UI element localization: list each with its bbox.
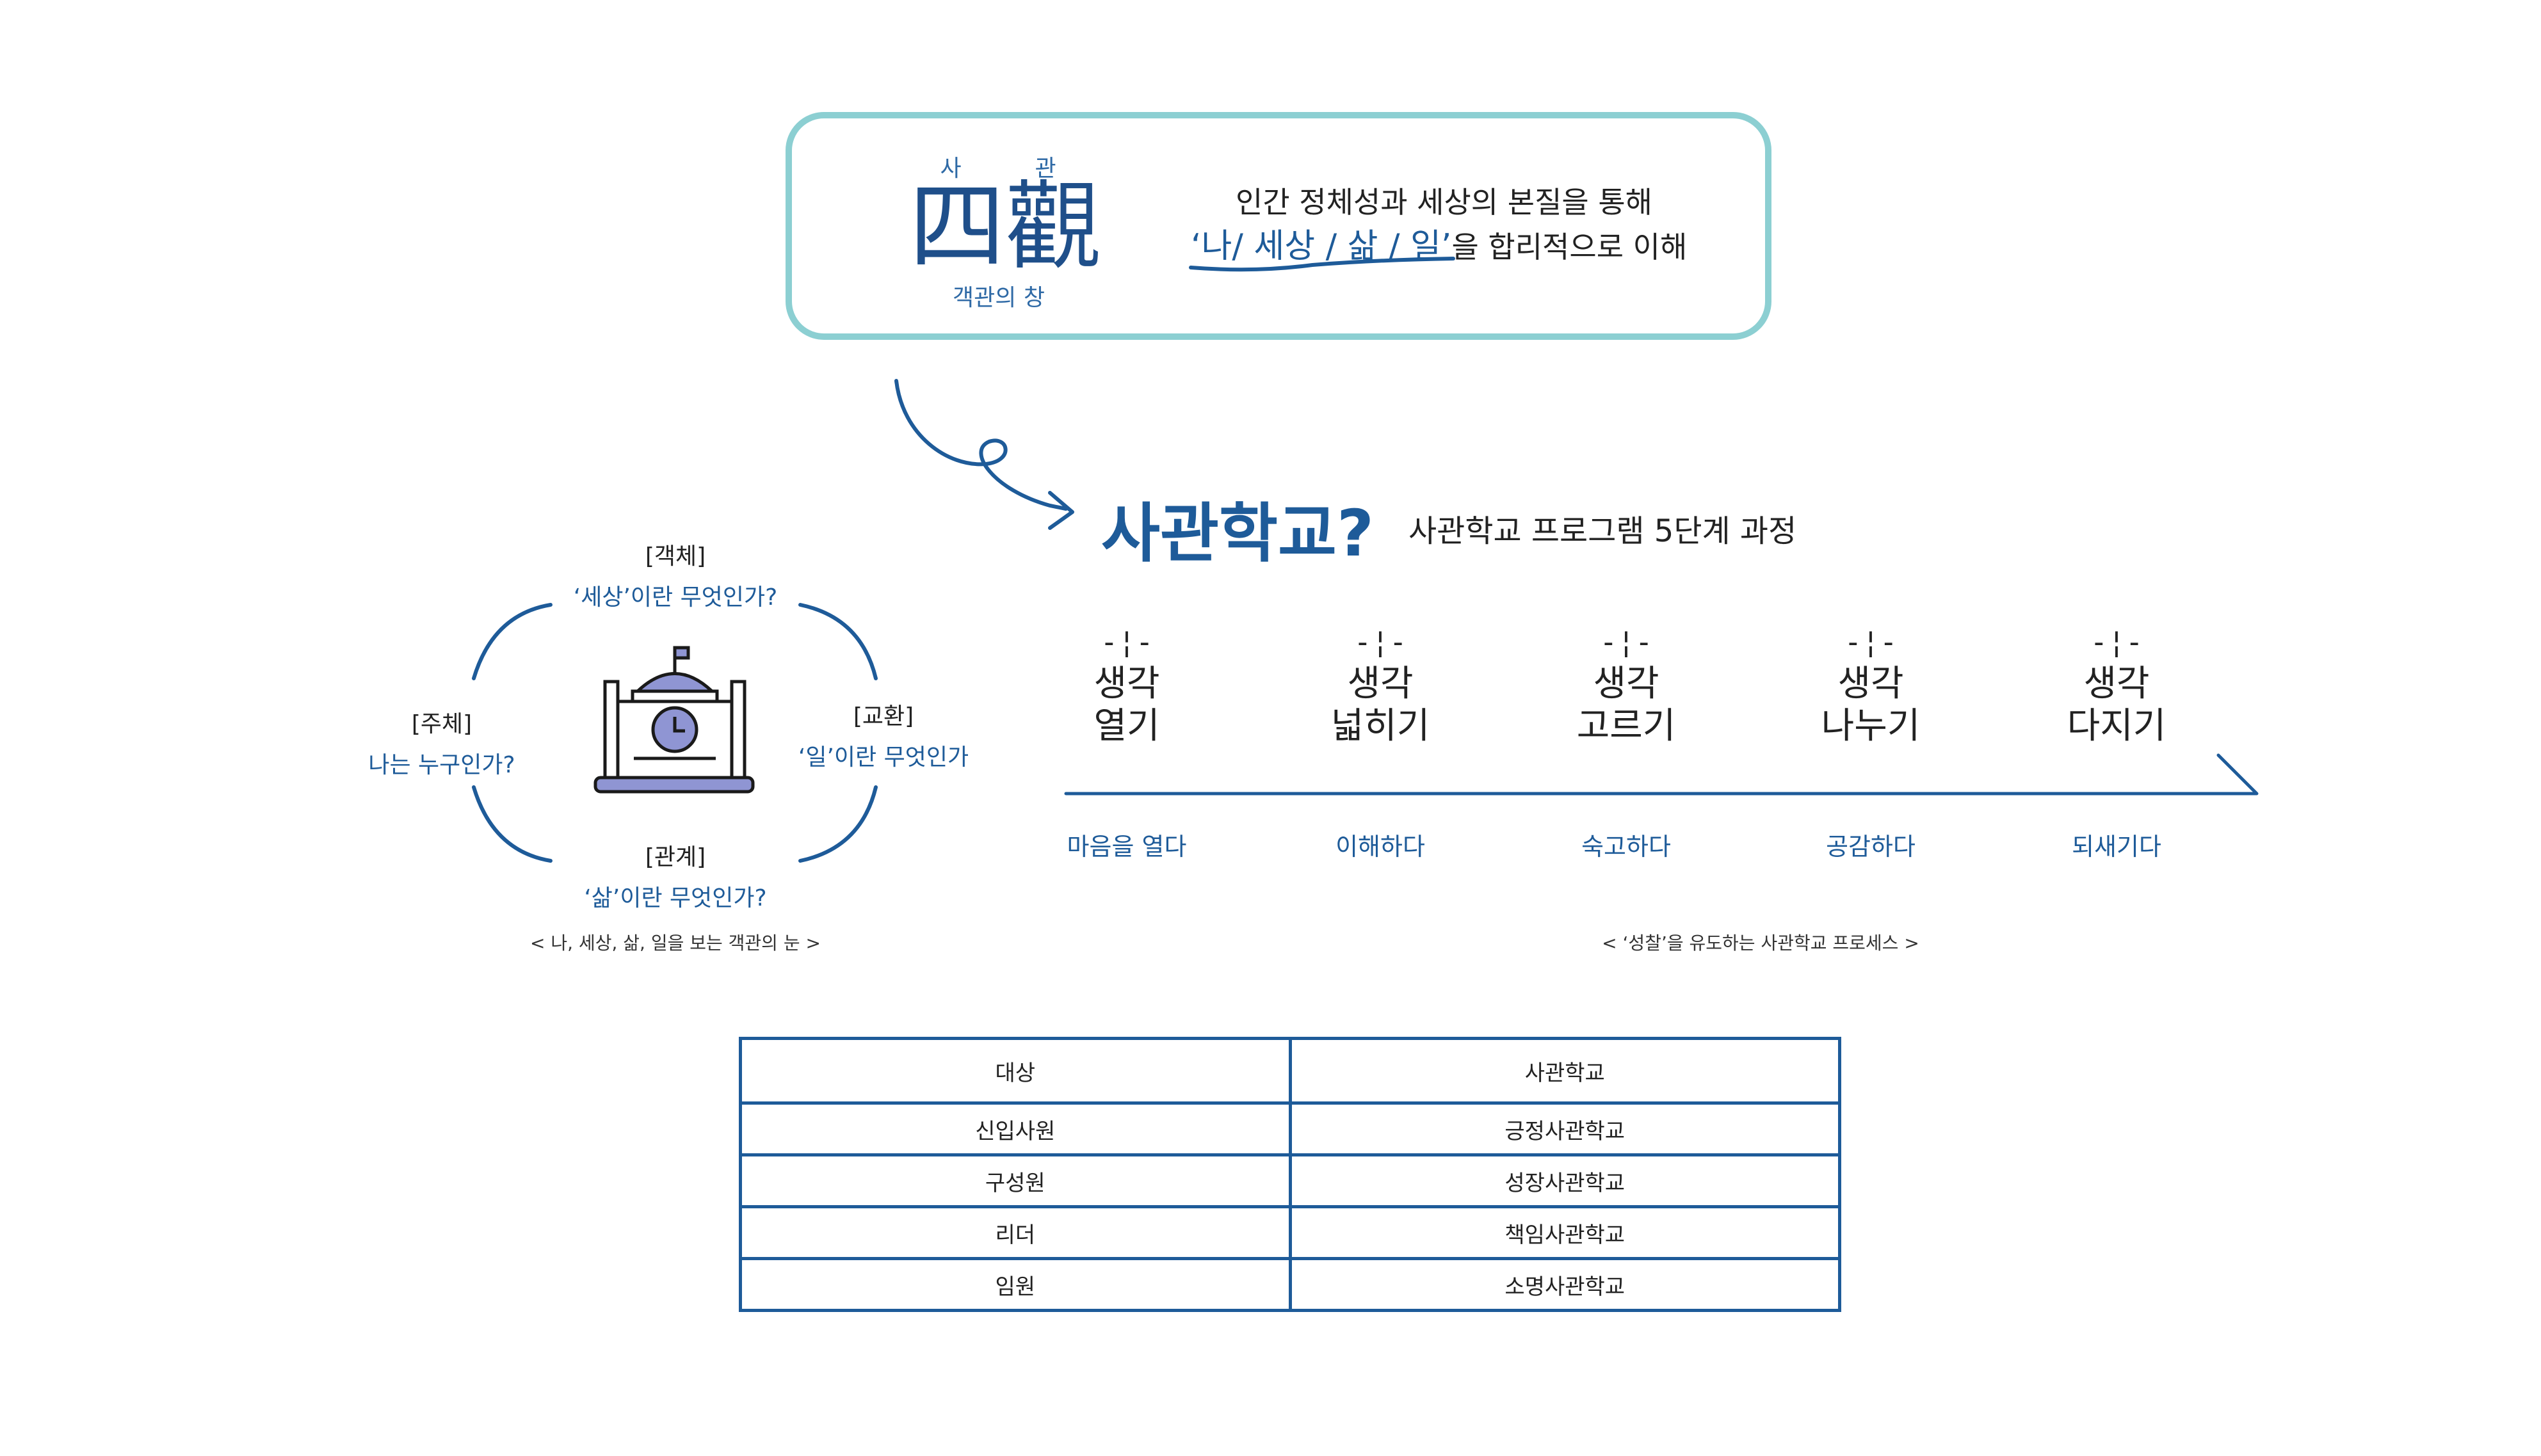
step-title-line1: 생각: [1093, 663, 1160, 705]
program-title: 사관학교?: [1101, 496, 1375, 571]
cycle-bottom-question: ‘삶’이란 무엇인가?: [584, 885, 767, 911]
cycle-top-question: ‘세상’이란 무엇인가?: [573, 584, 778, 611]
cycle-right: [교환] ‘일’이란 무엇인가: [787, 698, 980, 772]
step-3-sub: 숙고하다: [1581, 833, 1671, 861]
step-title-line1: 생각: [1347, 663, 1414, 705]
cycle-top-label: [객체]: [645, 543, 706, 570]
arrow-head-icon: [1048, 491, 1074, 530]
table-header-program: 사관학교: [1288, 1037, 1841, 1105]
step-1: -¦- 생각 열기: [1031, 627, 1223, 748]
table-cell: 소명사관학교: [1288, 1257, 1841, 1312]
table-header-target: 대상: [739, 1037, 1292, 1105]
cycle-bottom-label: [관계]: [645, 844, 706, 870]
step-2-sub: 이해하다: [1335, 833, 1425, 861]
step-title-line2: 열기: [1093, 705, 1160, 747]
step-title-line2: 나누기: [1821, 705, 1921, 747]
table-cell: 긍정사관학교: [1288, 1101, 1841, 1156]
step-marker-icon: -¦-: [1599, 625, 1653, 659]
step-4-sub: 공감하다: [1826, 833, 1916, 861]
step-title-line2: 고르기: [1576, 705, 1676, 747]
process-arrow-line: [1064, 753, 2259, 796]
step-5-sub: 되새기다: [2072, 833, 2161, 861]
concept-description-line1: 인간 정체성과 세상의 본질을 통해: [1236, 185, 1652, 220]
cycle-arcs: [472, 603, 878, 863]
highlight-underline: [1189, 257, 1455, 272]
program-subtitle: 사관학교 프로그램 5단계 과정: [1408, 513, 1797, 549]
cycle-top: [객체] ‘세상’이란 무엇인가?: [515, 538, 835, 612]
cycle-left-label: [주체]: [411, 711, 472, 737]
concept-box: [786, 112, 1771, 340]
cycle-right-question: ‘일’이란 무엇인가: [798, 744, 969, 771]
table-header-row: 대상 사관학교: [739, 1037, 1841, 1105]
process-caption: < ‘성찰’을 유도하는 사관학교 프로세스 >: [1602, 932, 1919, 954]
hanja-subtitle: 객관의 창: [953, 285, 1045, 311]
step-marker-icon: -¦-: [1100, 625, 1154, 659]
table-cell: 신입사원: [739, 1101, 1292, 1156]
step-4: -¦- 생각 나누기: [1775, 627, 1967, 748]
ruby-gwan: 관: [1035, 156, 1056, 182]
step-marker-icon: -¦-: [2090, 625, 2143, 659]
step-1-sub: 마음을 열다: [1067, 833, 1187, 861]
step-3: -¦- 생각 고르기: [1530, 627, 1722, 748]
program-table: 대상 사관학교 신입사원 긍정사관학교 구성원 성장사관학교 리더 책임사관학교…: [739, 1037, 1841, 1312]
step-5: -¦- 생각 다지기: [2021, 627, 2213, 748]
table-cell: 임원: [739, 1257, 1292, 1312]
step-marker-icon: -¦-: [1844, 625, 1898, 659]
step-marker-icon: -¦-: [1353, 625, 1407, 659]
cycle-left-question: 나는 누구인가?: [368, 752, 515, 778]
curved-arrow-icon: [894, 379, 1068, 511]
table-row: 리더 책임사관학교: [739, 1205, 1841, 1260]
ruby-sa: 사: [940, 156, 962, 182]
step-title-line1: 생각: [2083, 663, 2150, 705]
concept-rest: 을 합리적으로 이해: [1451, 230, 1688, 264]
table-row: 임원 소명사관학교: [739, 1257, 1841, 1312]
table-cell: 성장사관학교: [1288, 1153, 1841, 1208]
cycle-caption: < 나, 세상, 삶, 일을 보는 객관의 눈 >: [530, 932, 821, 954]
table-cell: 책임사관학교: [1288, 1205, 1841, 1260]
school-clock-icon: [593, 646, 755, 794]
step-2: -¦- 생각 넓히기: [1284, 627, 1476, 748]
step-title-line2: 다지기: [2067, 705, 2166, 747]
hanja-title: 四觀: [909, 172, 1102, 283]
cycle-bottom: [관계] ‘삶’이란 무엇인가?: [515, 838, 835, 913]
step-title-line1: 생각: [1593, 663, 1659, 705]
table-row: 구성원 성장사관학교: [739, 1153, 1841, 1208]
table-cell: 구성원: [739, 1153, 1292, 1208]
table-cell: 리더: [739, 1205, 1292, 1260]
concept-description-line2: ‘나/ 세상 / 삶 / 일’을 합리적으로 이해: [1191, 219, 1687, 267]
table-row: 신입사원 긍정사관학교: [739, 1101, 1841, 1156]
step-title-line1: 생각: [1837, 663, 1904, 705]
cycle-right-label: [교환]: [853, 703, 914, 730]
cycle-left: [주체] 나는 누구인가?: [333, 705, 551, 780]
step-title-line2: 넓히기: [1330, 705, 1430, 747]
